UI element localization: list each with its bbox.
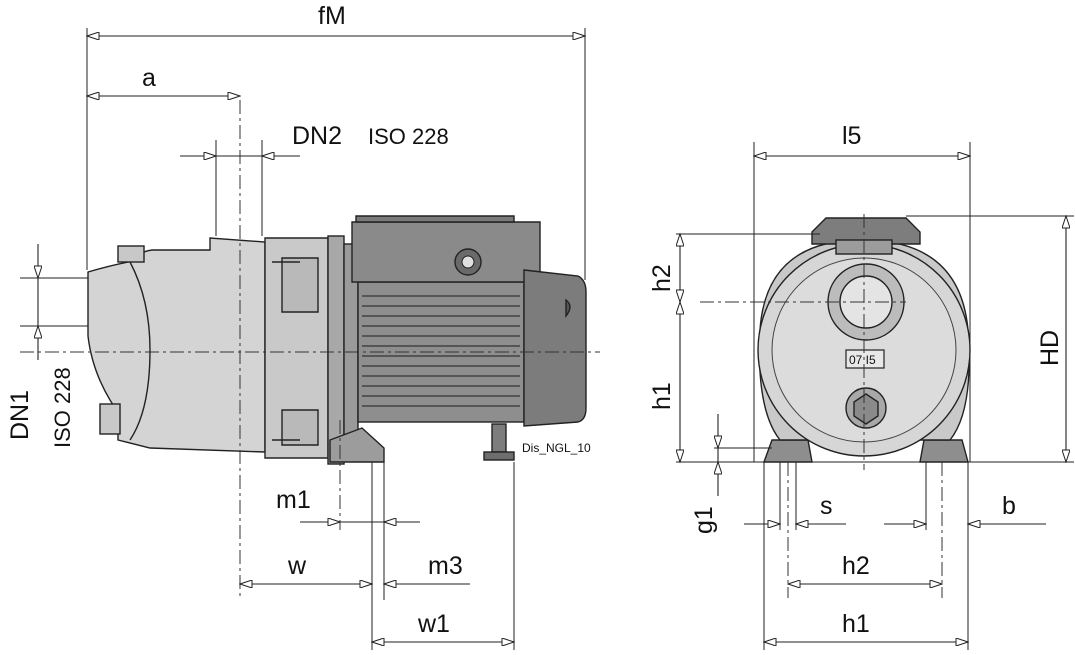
label-hd: HD <box>1036 330 1064 366</box>
label-h2-bottom: h2 <box>842 552 870 580</box>
label-dn2: DN2 <box>292 122 342 150</box>
label-m1: m1 <box>276 486 311 514</box>
label-dn1: DN1 <box>6 390 34 440</box>
label-h1-bottom: h1 <box>842 610 870 638</box>
label-g1: g1 <box>690 506 718 534</box>
label-fm: fM <box>318 2 346 30</box>
label-h2-left: h2 <box>648 264 676 292</box>
label-w: w <box>287 552 307 580</box>
pump-body <box>87 235 385 465</box>
label-l5: l5 <box>842 122 861 150</box>
label-a: a <box>142 64 156 92</box>
label-m3: m3 <box>428 552 463 580</box>
drawing-caption: Dis_NGL_10 <box>522 441 591 455</box>
side-view: fM a DN2 ISO 228 DN1 ISO 228 m1 w m3 w1 … <box>6 2 600 650</box>
label-b: b <box>1002 492 1016 520</box>
label-h1-left: h1 <box>648 382 676 410</box>
label-dn2-standard: ISO 228 <box>368 124 449 149</box>
label-s: s <box>820 492 833 520</box>
label-w1: w1 <box>417 610 450 638</box>
front-view: 07 I5 l5 h2 h1 HD <box>648 122 1074 650</box>
motor <box>351 215 587 461</box>
front-plate-text: 07 I5 <box>849 353 876 367</box>
label-dn1-standard: ISO 228 <box>50 367 75 448</box>
